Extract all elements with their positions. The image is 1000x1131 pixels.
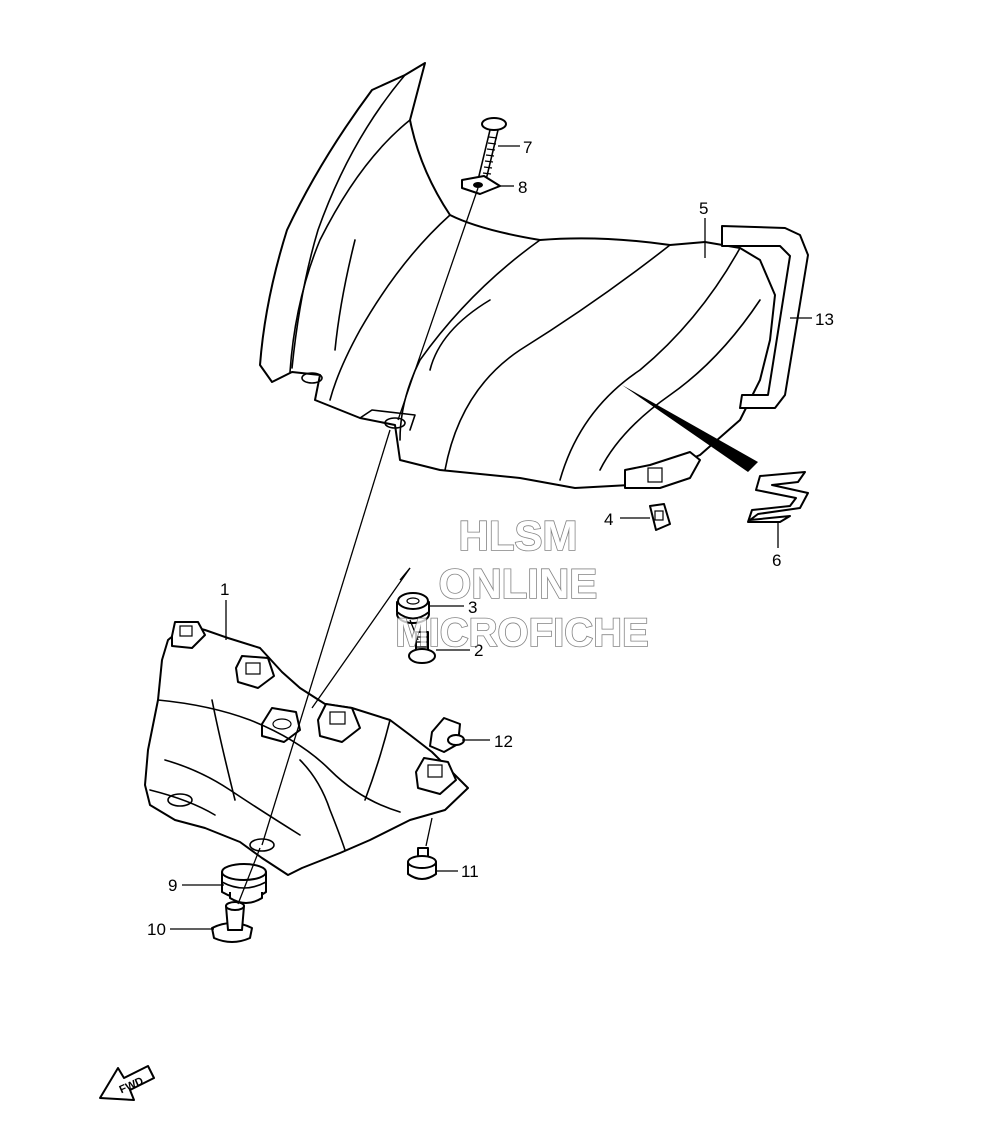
callout-6[interactable]: 6 xyxy=(772,551,781,570)
callout-11[interactable]: 11 xyxy=(461,862,479,881)
callout-1[interactable]: 1 xyxy=(220,580,229,599)
emblem-pointer xyxy=(622,385,758,472)
callout-12[interactable]: 12 xyxy=(494,732,513,751)
part-7-screw[interactable] xyxy=(477,117,507,181)
watermark-line-2: ONLINE xyxy=(439,560,598,607)
part-5-upper-cover[interactable] xyxy=(259,62,776,489)
part-10-collar[interactable] xyxy=(211,901,253,943)
part-12-stud-fastener[interactable] xyxy=(429,717,465,753)
part-8-washer[interactable] xyxy=(461,175,501,195)
part-3-grommet[interactable] xyxy=(396,592,430,624)
callout-7[interactable]: 7 xyxy=(523,138,532,157)
callout-10[interactable]: 10 xyxy=(147,920,166,939)
watermark-line-1: HLSM xyxy=(459,512,578,559)
watermark-line-3: MICROFICHE xyxy=(395,611,648,655)
callout-8[interactable]: 8 xyxy=(518,178,527,197)
callout-9[interactable]: 9 xyxy=(168,876,177,895)
callout-leaders xyxy=(170,145,812,930)
callout-13[interactable]: 13 xyxy=(815,310,834,329)
part-1-lower-bracket[interactable] xyxy=(144,621,469,876)
assembly-lines xyxy=(237,187,479,905)
callout-5[interactable]: 5 xyxy=(699,199,708,218)
part-6-emblem[interactable] xyxy=(747,471,809,523)
callout-3[interactable]: 3 xyxy=(468,598,477,617)
part-13-trim-strip[interactable] xyxy=(721,225,809,409)
part-11-bolt[interactable] xyxy=(407,847,437,880)
part-2-bolt[interactable] xyxy=(408,631,436,664)
part-4-clip-nut[interactable] xyxy=(649,503,671,531)
callout-4[interactable]: 4 xyxy=(604,510,613,529)
callout-labels: 1 2 3 4 5 6 7 8 9 10 11 12 13 xyxy=(147,138,834,939)
callout-2[interactable]: 2 xyxy=(474,641,483,660)
fwd-direction-arrow: FWD xyxy=(99,1065,155,1101)
watermark: HLSM ONLINE MICROFICHE xyxy=(395,511,650,656)
part-9-rubber-grommet[interactable] xyxy=(221,863,267,904)
